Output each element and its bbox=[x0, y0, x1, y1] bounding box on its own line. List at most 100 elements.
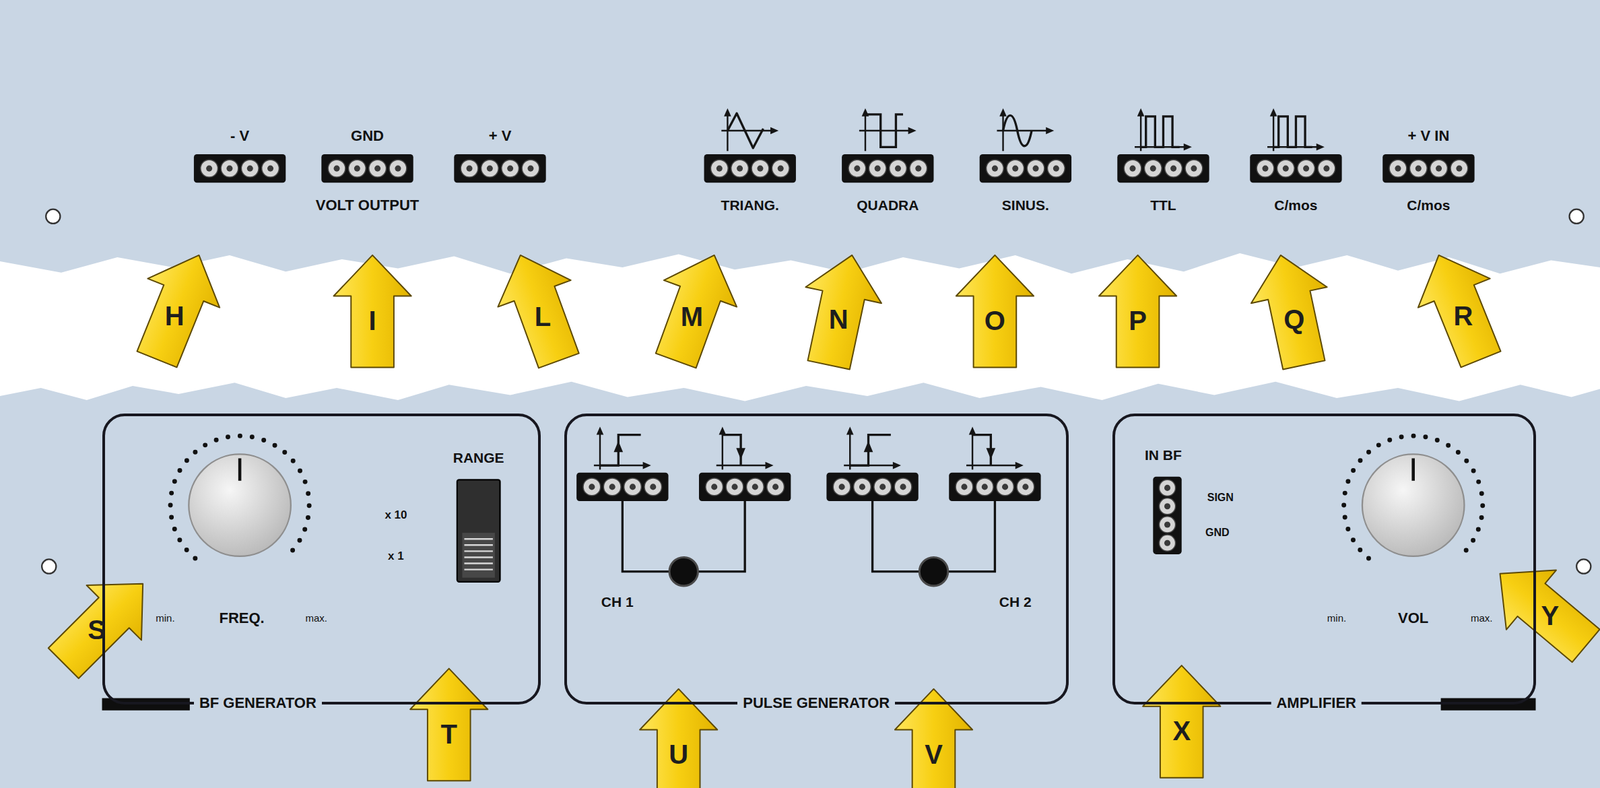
connector-label: VOLT OUTPUT bbox=[315, 196, 420, 214]
pulse-wave-icon bbox=[1267, 108, 1325, 152]
callout-arrow bbox=[121, 240, 236, 374]
panel-label: GND bbox=[1205, 526, 1230, 539]
connector-strip bbox=[704, 154, 796, 183]
connector-strip bbox=[979, 154, 1072, 183]
connector-strip bbox=[576, 472, 669, 502]
mounting-hole bbox=[41, 209, 1591, 574]
connector-label: QUADRA bbox=[856, 196, 919, 213]
panel-label: FREQ. bbox=[218, 610, 264, 627]
push-button bbox=[669, 556, 698, 586]
waveform-icon bbox=[721, 108, 1325, 152]
panel-label: max. bbox=[1470, 612, 1493, 625]
panel-label: VOL bbox=[1397, 610, 1429, 627]
panel-label: CH 1 bbox=[601, 593, 634, 611]
callout-letter: Q bbox=[1283, 303, 1305, 335]
amplifier-controls bbox=[1152, 435, 1536, 711]
callout-arrow bbox=[1142, 665, 1221, 778]
callout-letter: S bbox=[87, 614, 106, 646]
mounting-hole bbox=[1576, 558, 1591, 574]
callout-letter: I bbox=[369, 305, 377, 337]
callout-letter: O bbox=[984, 305, 1006, 337]
volume-knob bbox=[1344, 435, 1483, 559]
connector-label: TRIANG. bbox=[721, 196, 780, 213]
panel-bar bbox=[1441, 698, 1537, 711]
callout-arrow bbox=[956, 255, 1034, 368]
connector-label: + V IN bbox=[1408, 127, 1450, 145]
rising-edge-icon bbox=[593, 426, 652, 470]
callout-letter: V bbox=[924, 738, 943, 770]
bf-generator-controls bbox=[102, 435, 501, 711]
callout-arrow bbox=[1242, 247, 1342, 374]
callout-letter: M bbox=[680, 301, 704, 332]
mounting-hole bbox=[45, 209, 60, 224]
connector-strip bbox=[948, 472, 1041, 502]
triangle-wave-icon bbox=[721, 108, 779, 152]
range-switch bbox=[461, 532, 495, 578]
callout-arrow bbox=[639, 241, 751, 374]
connector-strip bbox=[841, 154, 934, 183]
callout-letter: U bbox=[668, 738, 689, 770]
pulse-wave-icon bbox=[1134, 108, 1192, 152]
callout-arrow bbox=[484, 241, 596, 374]
callout-arrow bbox=[1402, 240, 1517, 374]
panel-section-box: CH 1CH 2PULSE GENERATOR bbox=[564, 413, 1069, 705]
connector-strip bbox=[1382, 154, 1475, 183]
connector-label: + V bbox=[488, 127, 512, 145]
callout-letter: R bbox=[1453, 300, 1473, 332]
panel-bar bbox=[102, 698, 190, 711]
panel-label: CH 2 bbox=[999, 593, 1032, 611]
callout-arrow bbox=[790, 247, 890, 374]
panel-label: RANGE bbox=[453, 449, 505, 466]
pulse-generator-controls bbox=[576, 426, 1041, 586]
callout-arrow bbox=[410, 668, 488, 782]
rising-edge-icon bbox=[843, 426, 902, 470]
callout-arrow bbox=[334, 255, 412, 368]
push-button bbox=[919, 556, 948, 586]
callout-letter: N bbox=[828, 303, 849, 335]
connector-label: C/mos bbox=[1406, 196, 1450, 213]
section-heading: AMPLIFIER bbox=[1270, 694, 1362, 712]
callout-letter: T bbox=[441, 718, 458, 750]
connector-strip bbox=[453, 154, 546, 183]
top-panel bbox=[0, 0, 1600, 274]
input-connector bbox=[1152, 476, 1182, 555]
frequency-knob bbox=[170, 435, 310, 559]
callout-letter: P bbox=[1128, 305, 1147, 337]
panel-section-box: RANGEx 10x 1min.FREQ.max.BF GENERATOR bbox=[102, 413, 542, 705]
connector-strip bbox=[1249, 154, 1342, 183]
falling-edge-icon bbox=[716, 426, 774, 470]
section-heading: BF GENERATOR bbox=[193, 694, 322, 712]
connector-label: TTL bbox=[1150, 196, 1176, 213]
sine-wave-icon bbox=[996, 108, 1054, 152]
square-wave-icon bbox=[859, 108, 917, 152]
connector-strip bbox=[321, 154, 413, 183]
panel-section-box: IN BFSIGNGNDmin.VOLmax.AMPLIFIER bbox=[1112, 413, 1537, 705]
panel-label: SIGN bbox=[1207, 491, 1234, 504]
panel-label: min. bbox=[1327, 612, 1347, 625]
falling-edge-icon bbox=[966, 426, 1024, 470]
range-switch bbox=[463, 538, 493, 570]
mounting-hole bbox=[1569, 209, 1584, 224]
connector-label: SINUS. bbox=[1002, 196, 1050, 213]
connector-label: C/mos bbox=[1274, 196, 1318, 213]
connector-label: GND bbox=[350, 127, 384, 145]
panel-label: min. bbox=[155, 612, 175, 625]
output-connectors bbox=[193, 154, 1475, 183]
panel-label: x 10 bbox=[384, 508, 407, 522]
callout-letter: Y bbox=[1540, 600, 1559, 631]
connector-label: - V bbox=[230, 127, 250, 145]
section-heading: PULSE GENERATOR bbox=[737, 694, 895, 712]
connector-strip bbox=[698, 472, 791, 502]
callout-arrow bbox=[1474, 544, 1600, 676]
connector-strip bbox=[193, 154, 286, 183]
mounting-hole bbox=[41, 558, 56, 574]
callout-letter: H bbox=[164, 300, 185, 332]
panel-label: IN BF bbox=[1144, 447, 1182, 464]
callout-letter: X bbox=[1172, 715, 1191, 747]
bottom-panel bbox=[0, 381, 1600, 788]
panel-label: x 1 bbox=[387, 549, 405, 563]
